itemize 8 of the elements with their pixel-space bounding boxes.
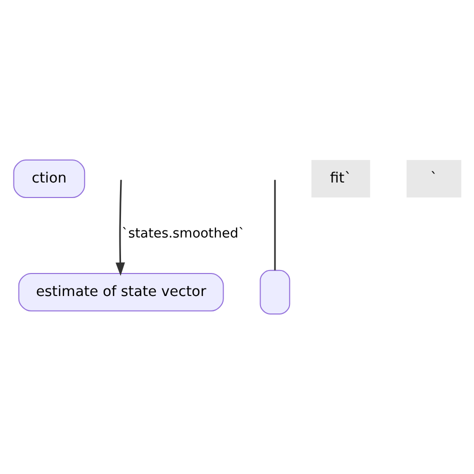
edge-label: `states.smoothed` <box>121 226 244 242</box>
node-box: ction <box>12 160 85 198</box>
connector <box>274 180 276 270</box>
node-box: estimate of state vector <box>18 272 224 312</box>
label: ` <box>430 170 437 187</box>
node-box <box>259 270 290 314</box>
arrow <box>115 180 124 276</box>
label: fit` <box>330 170 352 187</box>
